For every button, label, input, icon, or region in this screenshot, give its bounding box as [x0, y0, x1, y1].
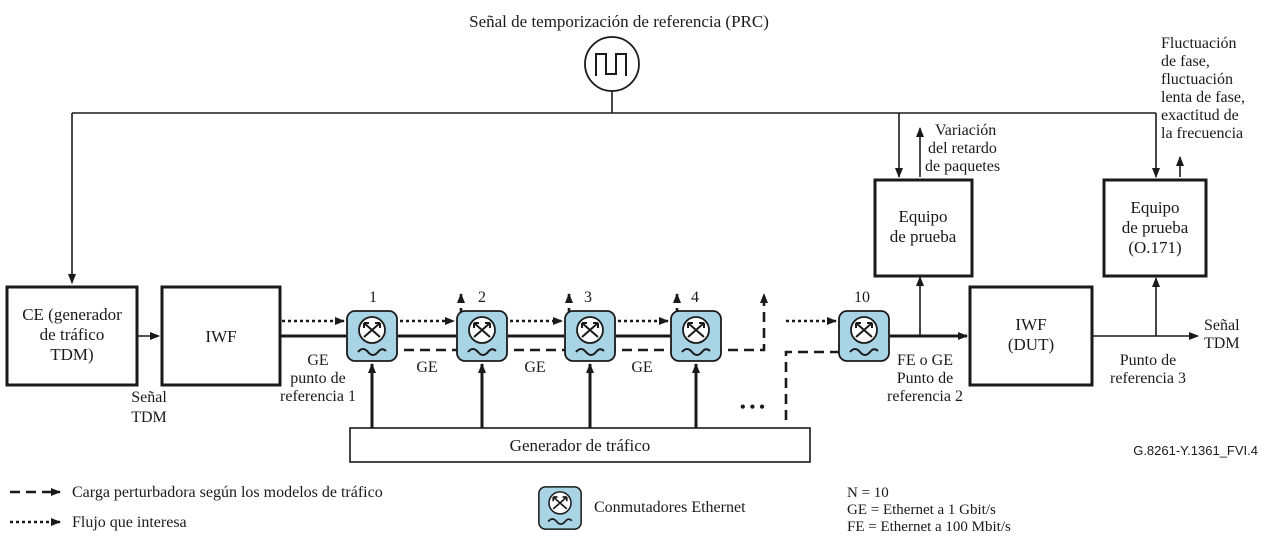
- ethernet-switch-4: [670, 310, 722, 362]
- gep1-label: GE punto de referencia 1: [280, 352, 356, 405]
- svg-text:GE: GE: [307, 352, 328, 369]
- svg-text:de tráfico: de tráfico: [40, 325, 105, 344]
- svg-text:TDM: TDM: [131, 409, 167, 426]
- svg-text:la frecuencia: la frecuencia: [1161, 125, 1243, 142]
- svg-text:Variación: Variación: [935, 122, 996, 139]
- switch-numbers: 1 2 3 4 10: [369, 289, 870, 306]
- svg-text:Punto de: Punto de: [897, 370, 953, 387]
- svg-text:de fase,: de fase,: [1161, 53, 1210, 70]
- svg-text:referencia 3: referencia 3: [1110, 370, 1186, 387]
- svg-text:Punto de: Punto de: [1120, 352, 1176, 369]
- prc-label: Señal de temporización de referencia (PR…: [469, 12, 769, 31]
- svg-text:GE = Ethernet a 1 Gbit/s: GE = Ethernet a 1 Gbit/s: [847, 502, 996, 518]
- svg-text:Equipo: Equipo: [1130, 198, 1179, 217]
- svg-text:CE (generador: CE (generador: [22, 305, 122, 324]
- ethernet-switch-2: [456, 310, 508, 362]
- svg-text:N = 10: N = 10: [847, 485, 889, 501]
- svg-text:(DUT): (DUT): [1008, 335, 1054, 354]
- svg-text:1: 1: [369, 289, 377, 306]
- senal-tdm-left: Señal TDM: [131, 389, 167, 426]
- svg-text:TDM: TDM: [1204, 335, 1240, 352]
- svg-text:GE: GE: [416, 359, 437, 376]
- test-equipment-2: [1102, 178, 1208, 278]
- reference-timing-lines: [68, 91, 1184, 284]
- ce-box-label: CE (generador de tráfico TDM): [22, 305, 122, 364]
- svg-text:referencia 1: referencia 1: [280, 388, 356, 405]
- test-equipment-1: [873, 178, 974, 278]
- svg-text:exactitud de: exactitud de: [1161, 107, 1239, 124]
- test-equipment-1-label: Equipo de prueba: [890, 207, 957, 246]
- svg-text:IWF: IWF: [1015, 315, 1046, 334]
- output-lines: [1092, 277, 1199, 340]
- traffic-generator-box: [349, 427, 811, 463]
- ethernet-switch-1: [346, 310, 398, 362]
- pdv-label: Variación del retardo de paquetes: [925, 122, 1000, 175]
- figure-id: G.8261-Y.1361_FVI.4: [1133, 443, 1258, 458]
- legend-switches-label: Conmutadores Ethernet: [594, 499, 746, 516]
- svg-text:Equipo: Equipo: [898, 207, 947, 226]
- ref3-label: Punto de referencia 3: [1110, 352, 1186, 387]
- ge-labels: GE GE GE: [416, 359, 652, 376]
- svg-text:GE: GE: [524, 359, 545, 376]
- jitter-label: Fluctuación de fase, fluctuación lenta d…: [1161, 35, 1245, 142]
- svg-text:punto de: punto de: [290, 370, 346, 387]
- svg-text:Señal: Señal: [131, 389, 167, 406]
- svg-text:fluctuación: fluctuación: [1161, 71, 1233, 88]
- svg-text:Señal: Señal: [1204, 317, 1240, 334]
- senal-tdm-right: Señal TDM: [1204, 317, 1240, 352]
- svg-text:del retardo: del retardo: [928, 140, 997, 157]
- svg-text:FE = Ethernet a 100 Mbit/s: FE = Ethernet a 100 Mbit/s: [847, 519, 1011, 535]
- ce-box: [5, 285, 139, 387]
- svg-text:3: 3: [584, 289, 592, 306]
- svg-text:de paquetes: de paquetes: [925, 158, 1000, 175]
- svg-text:de prueba: de prueba: [1122, 218, 1189, 237]
- main-chain: [280, 276, 968, 340]
- traffic-generator-label: Generador de tráfico: [510, 436, 651, 455]
- iwf-box: [160, 285, 282, 387]
- svg-text:TDM): TDM): [50, 345, 93, 364]
- ethernet-switch-10: [838, 310, 890, 362]
- svg-text:FE o GE: FE o GE: [897, 352, 953, 369]
- svg-text:referencia 2: referencia 2: [887, 388, 963, 405]
- legend-dotted-label: Flujo que interesa: [72, 514, 187, 531]
- svg-text:2: 2: [478, 289, 486, 306]
- legend-dashed-label: Carga perturbadora según los modelos de …: [72, 484, 383, 501]
- test-equipment-2-label: Equipo de prueba (O.171): [1122, 198, 1189, 257]
- clock-icon: [584, 36, 640, 92]
- iwf-dut-box: [968, 285, 1094, 387]
- svg-text:10: 10: [854, 289, 870, 306]
- iwf-dut-label: IWF (DUT): [1008, 315, 1054, 354]
- legend-notes: N = 10 GE = Ethernet a 1 Gbit/s FE = Eth…: [847, 485, 1011, 535]
- svg-text:(O.171): (O.171): [1128, 238, 1181, 257]
- ethernet-switch-3: [564, 310, 616, 362]
- traffic-generator-feeds: [368, 363, 700, 428]
- svg-text:de prueba: de prueba: [890, 227, 957, 246]
- fe-ref2-label: FE o GE Punto de referencia 2: [887, 352, 963, 405]
- legend: Carga perturbadora según los modelos de …: [10, 484, 1011, 535]
- switch-legend-icon: [538, 486, 582, 530]
- svg-text:GE: GE: [631, 359, 652, 376]
- svg-text:lenta de fase,: lenta de fase,: [1161, 89, 1245, 106]
- ellipsis: • • •: [740, 399, 765, 416]
- svg-text:4: 4: [691, 289, 699, 306]
- iwf-box-label: IWF: [205, 327, 236, 346]
- svg-text:Fluctuación: Fluctuación: [1161, 35, 1237, 52]
